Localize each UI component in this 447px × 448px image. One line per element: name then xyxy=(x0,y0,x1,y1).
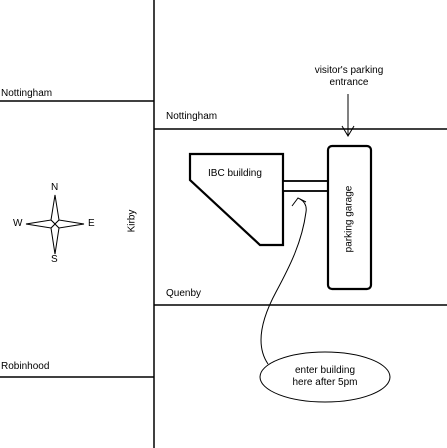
parking-garage-shape xyxy=(326,144,373,291)
kirby-label: Kirby xyxy=(126,209,138,233)
visitor-parking-label-line2: entrance xyxy=(329,77,369,88)
compass-east-label: E xyxy=(88,218,95,229)
ibc-building-label: IBC building xyxy=(208,168,262,179)
after-hours-callout xyxy=(259,351,391,403)
compass-south-label: S xyxy=(51,254,58,265)
after-hours-label: enter building here after 5pm xyxy=(266,365,384,389)
after-hours-label-line2: here after 5pm xyxy=(292,377,358,388)
quenby-label: Quenby xyxy=(166,288,202,299)
compass-north-label: N xyxy=(51,182,59,193)
visitor-parking-label-line1: visitor's parking xyxy=(314,65,384,76)
ibc-building-shape xyxy=(188,152,285,247)
nottingham-west-label: Nottingham xyxy=(1,88,53,99)
compass-icon xyxy=(25,194,85,255)
compass-west-label: W xyxy=(13,218,23,229)
after-hours-entry-path xyxy=(260,198,307,365)
after-hours-arrowhead xyxy=(291,197,307,207)
nottingham-east-label: Nottingham xyxy=(166,111,218,122)
after-hours-label-line1: enter building xyxy=(294,365,356,376)
walkway-connector xyxy=(282,180,330,192)
robinhood-label: Robinhood xyxy=(1,361,50,372)
parking-garage-label: parking garage xyxy=(343,185,355,253)
visitor-entrance-arrowhead xyxy=(341,125,355,137)
visitor-parking-label: visitor's parking entrance xyxy=(292,65,406,89)
